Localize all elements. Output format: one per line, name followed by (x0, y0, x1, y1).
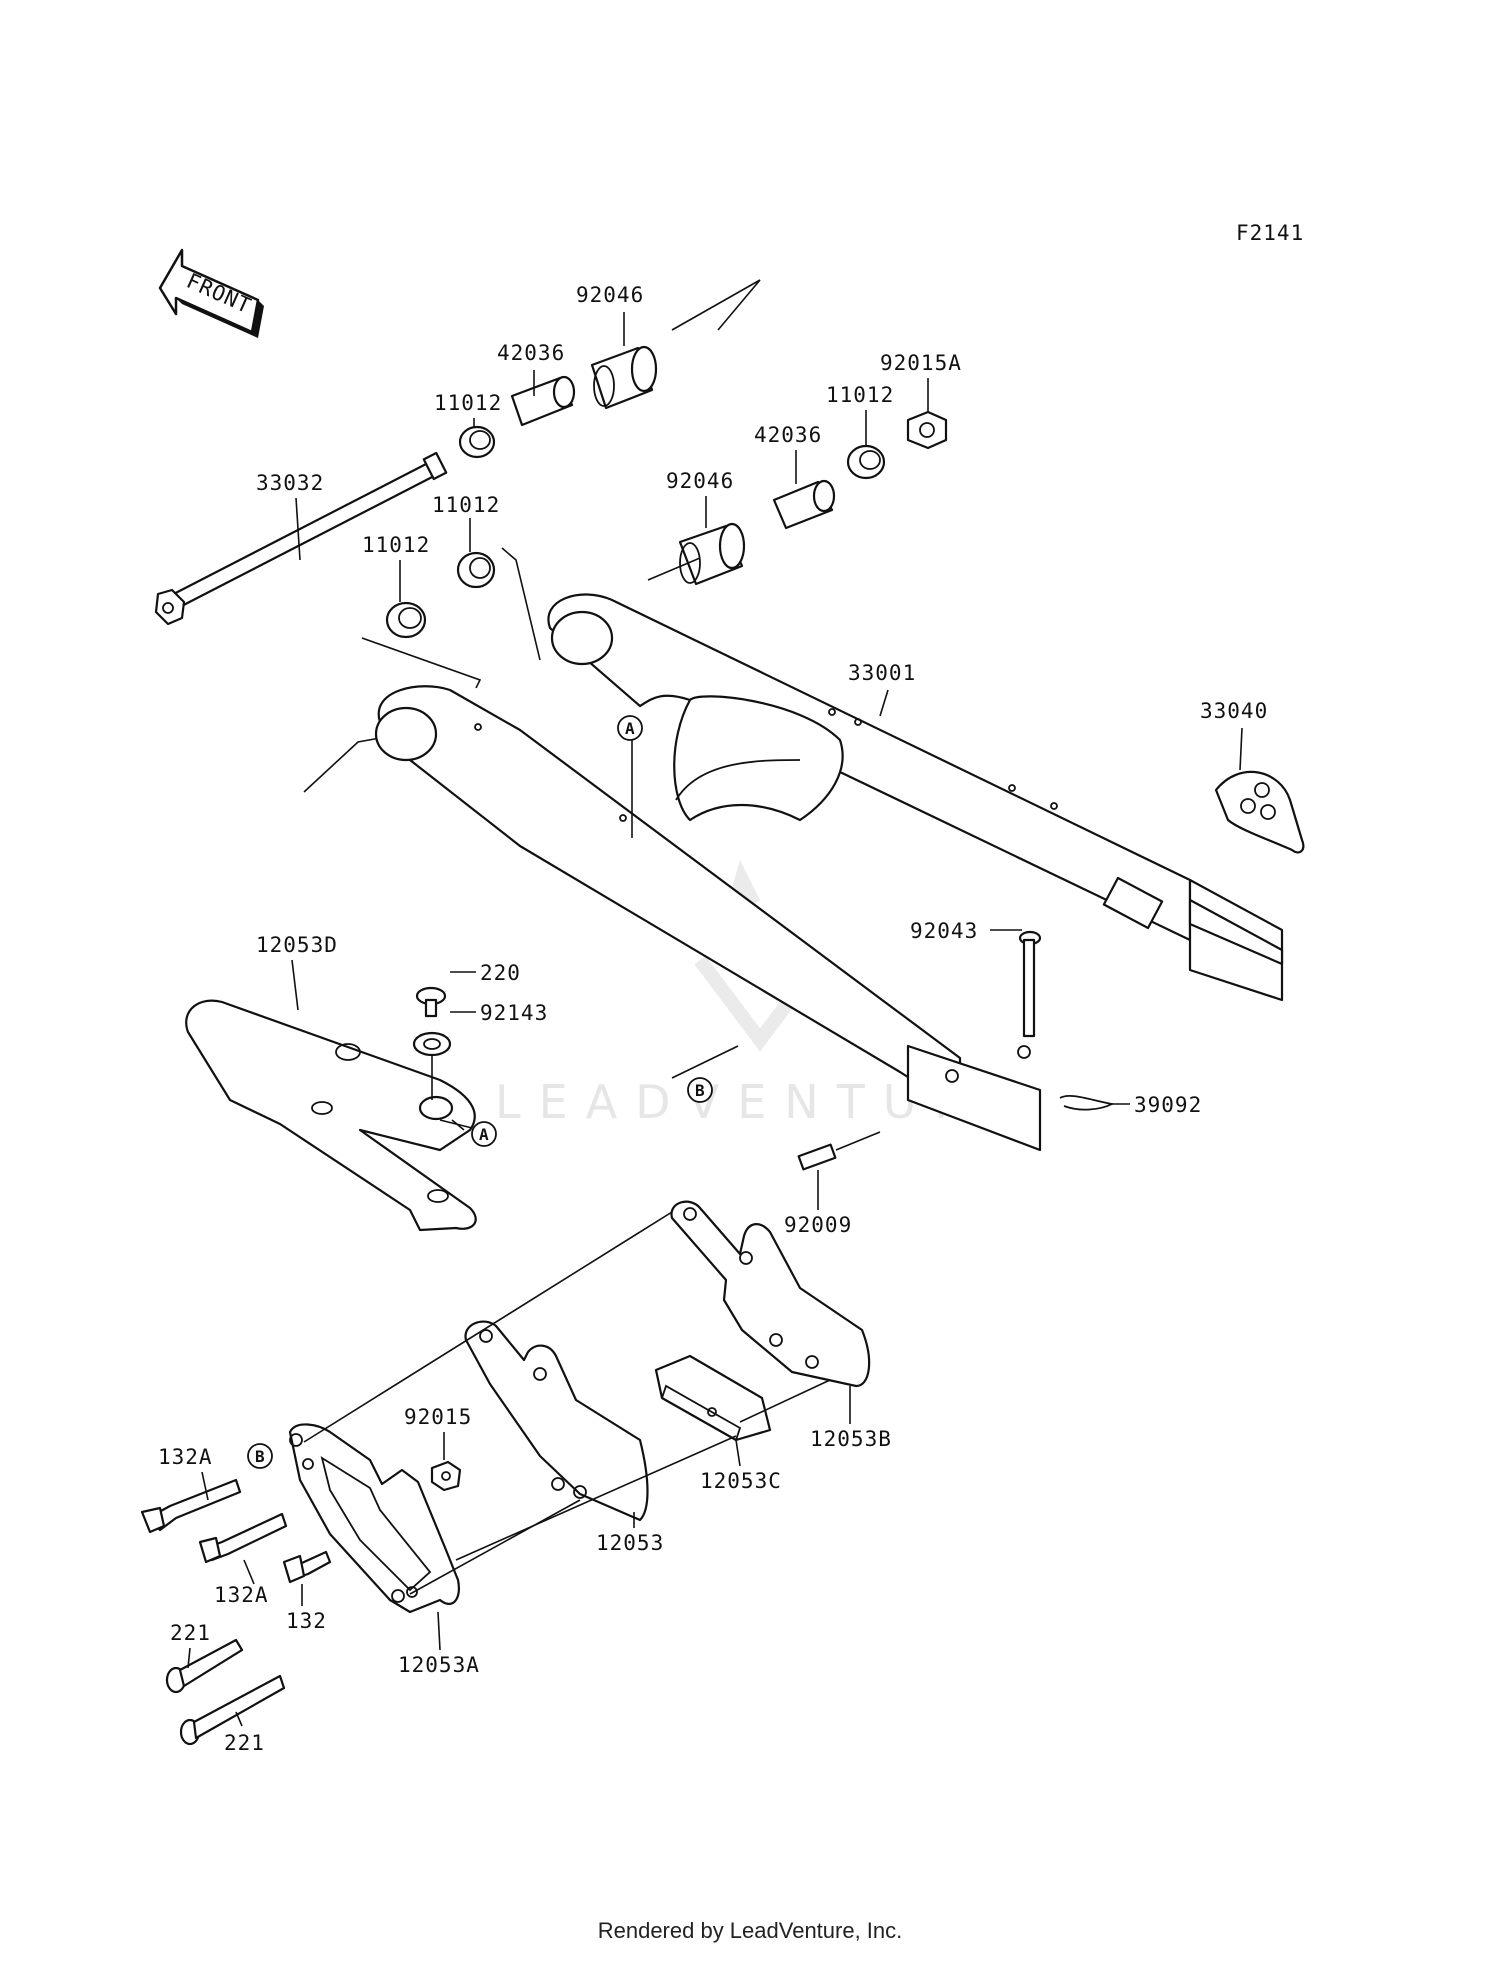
pin-92043 (1018, 930, 1042, 1038)
diagram-code: F2141 (1236, 221, 1304, 245)
label-221-upper: 221 (170, 1621, 211, 1645)
guide-assembly-lines (303, 1211, 831, 1595)
label-33032: 33032 (256, 471, 324, 495)
screw-221-lower (179, 1674, 286, 1746)
label-12053A: 12053A (398, 1653, 480, 1677)
svg-text:B: B (255, 1447, 265, 1466)
ref-circle-a-slider: A (471, 1121, 497, 1147)
label-92015A: 92015A (880, 351, 962, 375)
pivot-shaft-33032 (154, 451, 448, 626)
label-92046-top: 92046 (576, 283, 644, 307)
nut-92015A (906, 410, 948, 450)
exploded-view-lines (303, 279, 761, 793)
label-12053D: 12053D (256, 933, 338, 957)
label-92143: 92143 (480, 1001, 548, 1025)
chain-guide-plate-12053A (288, 1423, 460, 1614)
label-12053B: 12053B (810, 1427, 892, 1451)
label-92046-right: 92046 (666, 469, 734, 493)
label-33001: 33001 (848, 661, 916, 685)
label-92043: 92043 (910, 919, 978, 943)
label-132: 132 (286, 1609, 327, 1633)
screw-221-upper (165, 1638, 244, 1694)
screw-220 (415, 986, 447, 1018)
bolt-132 (282, 1550, 332, 1584)
label-132A-upper: 132A (158, 1445, 213, 1469)
label-92015: 92015 (404, 1405, 472, 1429)
label-92009: 92009 (784, 1213, 852, 1237)
chain-guide-12053B (670, 1200, 871, 1388)
label-39092: 39092 (1134, 1093, 1202, 1117)
chain-slider-12053D (185, 999, 477, 1232)
ref-circle-b-swingarm: B (687, 1077, 713, 1103)
label-11012-middle: 11012 (432, 493, 500, 517)
bolt-132A-upper (140, 1478, 242, 1534)
label-11012-top: 11012 (434, 391, 502, 415)
collar-92143 (412, 1031, 452, 1100)
svg-text:A: A (625, 719, 635, 738)
collar-11012-right (846, 444, 886, 480)
stud-92009 (797, 1131, 881, 1171)
label-11012-right: 11012 (826, 383, 894, 407)
label-11012-left: 11012 (362, 533, 430, 557)
label-12053: 12053 (596, 1531, 664, 1555)
nut-92015 (430, 1460, 462, 1492)
label-42036-top: 42036 (497, 341, 565, 365)
label-leaders (187, 312, 1243, 1727)
collar-11012-top (458, 425, 496, 459)
footer-credit: Rendered by LeadVenture, Inc. (597, 1918, 903, 1943)
label-132A-lower: 132A (214, 1583, 269, 1607)
sleeve-42036-right (772, 479, 836, 530)
chain-adjuster-33040 (1214, 770, 1305, 854)
clip-39092 (1059, 1094, 1115, 1111)
label-12053C: 12053C (700, 1469, 782, 1493)
sleeve-42036-top (510, 375, 576, 427)
bearing-92046-top (590, 345, 658, 410)
collar-11012-middle (456, 551, 496, 589)
label-42036-right: 42036 (754, 423, 822, 447)
chain-guide-12053 (464, 1320, 649, 1522)
chain-guide-block-12053C (654, 1354, 772, 1442)
bearing-92046-right (678, 522, 746, 586)
label-221-lower: 221 (224, 1731, 265, 1755)
svg-text:A: A (479, 1125, 489, 1144)
label-220: 220 (480, 961, 521, 985)
label-33040: 33040 (1200, 699, 1268, 723)
ref-circle-b-guide: B (247, 1443, 273, 1469)
ref-circle-a-swingarm: A (617, 715, 643, 741)
front-arrow-icon: FRONT (158, 248, 264, 338)
swingarm-33001 (374, 593, 1284, 1152)
collar-11012-left (385, 601, 427, 639)
bolt-132A-lower (198, 1512, 288, 1564)
svg-text:B: B (695, 1081, 705, 1100)
